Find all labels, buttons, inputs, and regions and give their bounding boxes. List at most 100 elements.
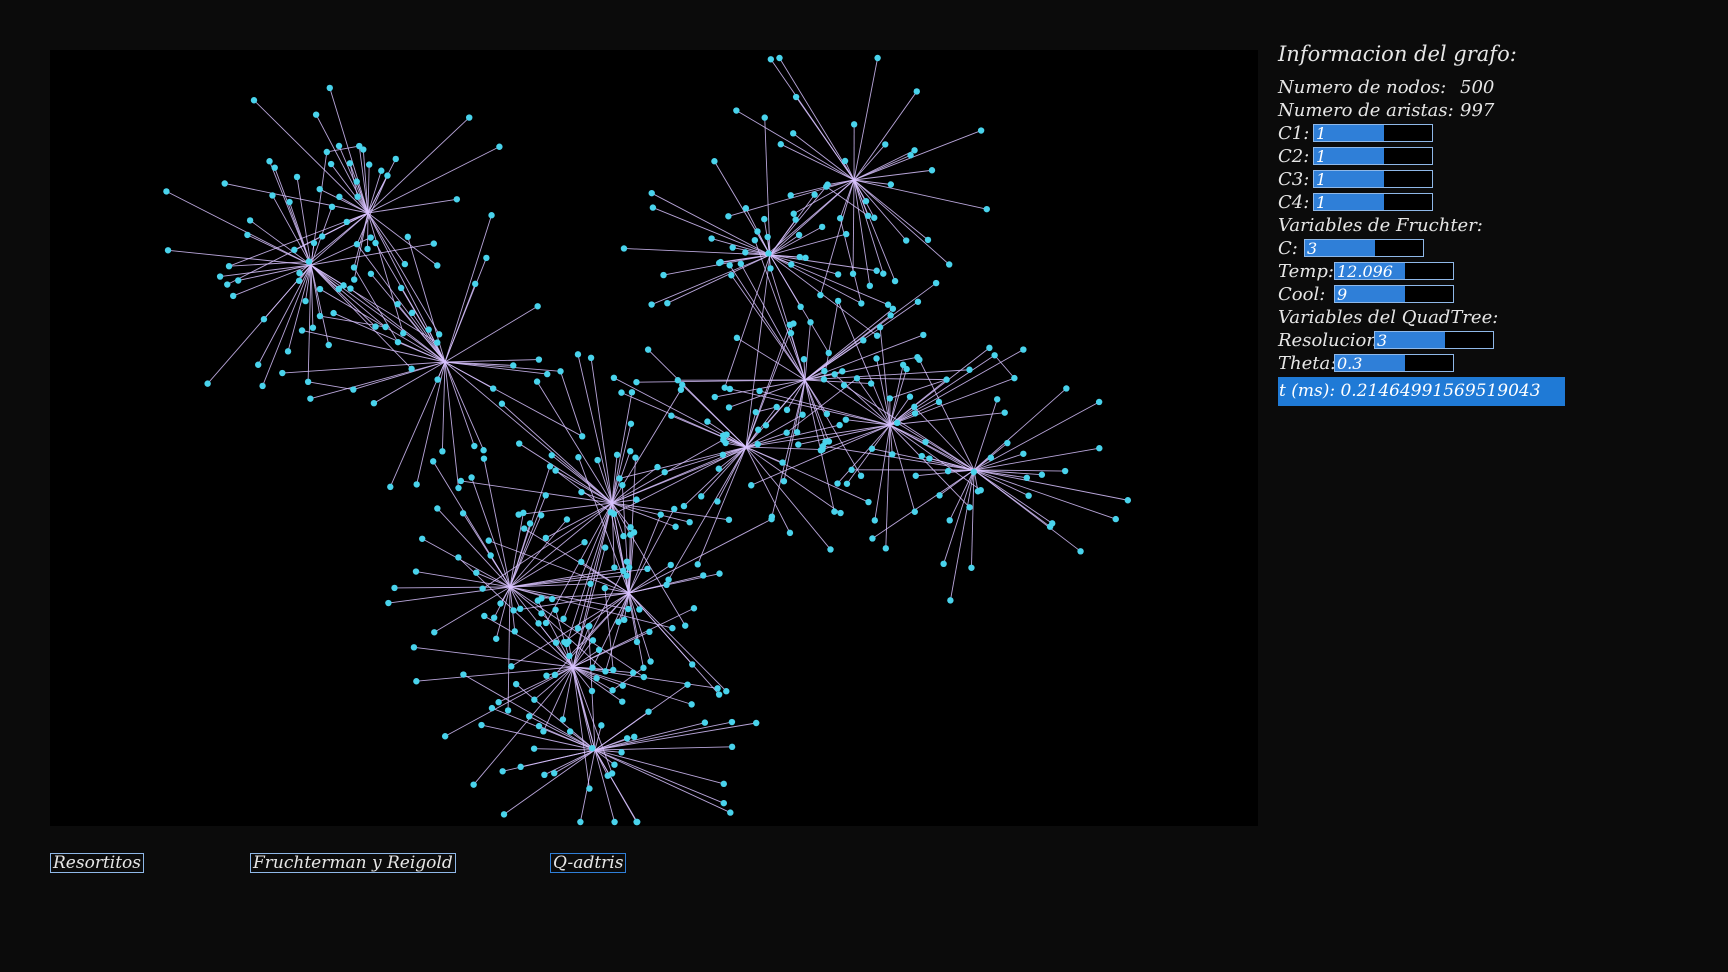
graph-edge <box>534 666 574 701</box>
c1-input[interactable]: 1 <box>1313 124 1433 143</box>
graph-edge <box>594 749 615 766</box>
graph-node <box>834 480 841 487</box>
graph-node <box>408 365 415 373</box>
temp-input[interactable]: 12.096 <box>1334 262 1454 281</box>
graph-node <box>911 147 918 154</box>
graph-edge <box>367 117 470 214</box>
graph-node <box>304 378 312 386</box>
graph-edge <box>611 502 690 523</box>
graph-edge <box>228 261 309 267</box>
graph-node <box>682 622 689 629</box>
graph-edge <box>577 354 613 504</box>
graph-edge <box>551 454 613 504</box>
graph-edge <box>555 470 613 504</box>
graph-edge <box>745 414 803 448</box>
graph-node <box>473 569 480 576</box>
graph-edge <box>853 179 987 210</box>
graph-node <box>533 378 541 385</box>
graph-edge <box>572 666 623 703</box>
graph-node <box>625 564 633 571</box>
graph-node <box>548 452 555 459</box>
graph-node <box>587 580 594 587</box>
graph-edge <box>611 502 631 528</box>
graph-node <box>689 661 696 668</box>
graph-edge <box>804 379 830 442</box>
c1-row: C1: 1 <box>1278 122 1718 145</box>
quadtris-button[interactable]: Q-adtris <box>550 853 627 873</box>
graph-edge <box>823 300 839 380</box>
graph-edge <box>745 446 841 514</box>
graph-node <box>588 744 596 752</box>
graph-edge <box>572 666 593 749</box>
graph-node <box>295 277 303 284</box>
graph-node <box>873 355 880 362</box>
graph-edge <box>594 749 724 804</box>
graph-edge <box>238 264 312 281</box>
graph-edge <box>769 226 823 256</box>
fruchterman-button[interactable]: Fruchterman y Reigold <box>250 853 456 873</box>
graph-edge <box>852 179 855 274</box>
graph-edge <box>683 446 747 507</box>
graph-node <box>1038 471 1046 478</box>
graph-edge <box>397 341 446 363</box>
graph-edge <box>804 369 970 381</box>
graph-node <box>335 142 343 150</box>
graph-edge <box>349 163 359 197</box>
graph-edge <box>889 377 1015 426</box>
graph-node <box>1063 385 1070 392</box>
graph-node <box>726 385 734 393</box>
resolution-input[interactable]: 3 <box>1374 331 1494 350</box>
graph-node <box>843 480 851 487</box>
c3-input[interactable]: 1 <box>1313 170 1433 189</box>
graph-edge <box>628 532 635 594</box>
edges-row: Numero de aristas: 997 <box>1278 99 1718 122</box>
graph-edge <box>367 212 406 265</box>
graph-canvas[interactable] <box>50 50 1258 826</box>
graph-node <box>627 524 634 531</box>
c2-input[interactable]: 1 <box>1313 147 1433 166</box>
graph-edge <box>826 186 869 217</box>
graph-edge <box>913 406 975 471</box>
graph-edge <box>358 145 369 214</box>
graph-edge <box>804 379 835 512</box>
graph-node <box>664 299 671 307</box>
graph-node <box>430 240 438 247</box>
c2-value: 1 <box>1316 147 1327 166</box>
graph-node <box>727 809 734 816</box>
graph-edge <box>651 192 771 256</box>
c4-input[interactable]: 1 <box>1313 193 1433 212</box>
theta-input[interactable]: 0.3 <box>1334 354 1454 373</box>
graph-edge <box>560 371 583 437</box>
graph-node <box>542 619 550 627</box>
graph-edge <box>444 361 475 447</box>
graph-node <box>508 663 515 670</box>
graph-edge <box>765 379 806 426</box>
graph-node <box>372 323 379 330</box>
resortitos-button[interactable]: Resortitos <box>50 853 145 873</box>
graph-node <box>887 312 894 319</box>
cool-input[interactable]: 9 <box>1334 285 1454 304</box>
graph-node <box>768 513 776 520</box>
graph-node <box>623 735 631 742</box>
graph-node <box>499 768 506 775</box>
graph-edge <box>541 592 630 599</box>
graph-edge <box>501 403 613 504</box>
graph-node <box>1049 520 1056 527</box>
graph-edge <box>611 454 618 504</box>
graph-edge <box>541 613 606 672</box>
graph-node <box>589 637 597 644</box>
graph-edge <box>310 264 446 363</box>
graph-edge <box>509 586 673 629</box>
graph-node <box>674 377 682 384</box>
graph-edge <box>973 469 1029 497</box>
graph-edge <box>853 149 915 181</box>
c-input[interactable]: 3 <box>1304 239 1424 258</box>
graph-node <box>837 509 844 517</box>
graph-edge <box>611 466 658 504</box>
graph-node <box>546 463 554 470</box>
graph-edge <box>370 273 446 363</box>
graph-edge <box>889 396 911 426</box>
graph-edge <box>536 381 613 504</box>
graph-node <box>668 412 675 419</box>
graph-node <box>853 375 861 382</box>
